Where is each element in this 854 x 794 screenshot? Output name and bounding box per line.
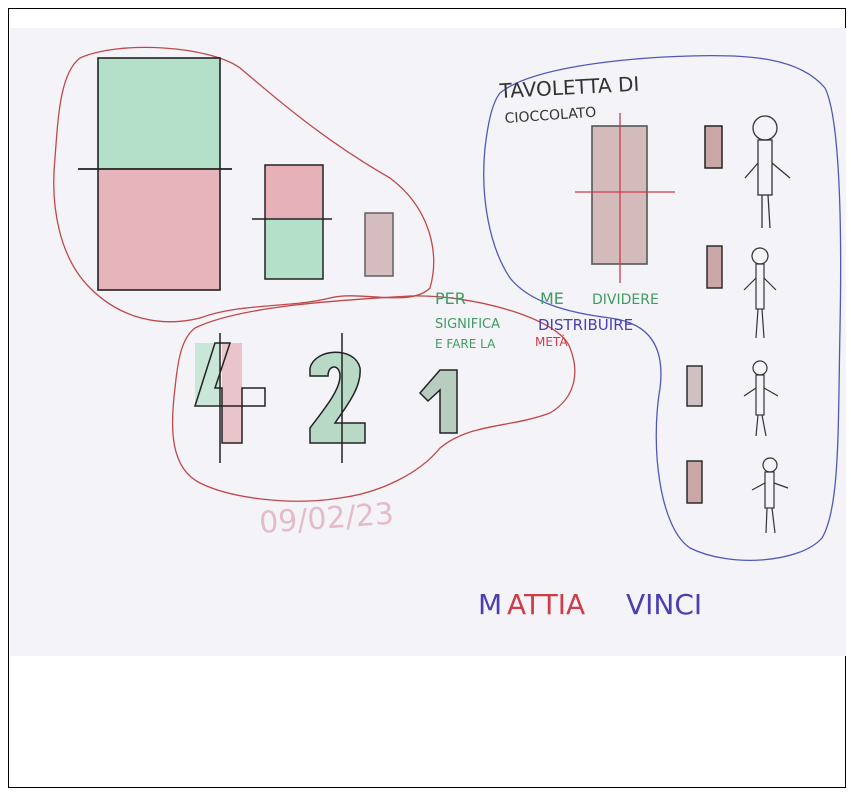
drawing-svg: TAVOLETTA DI CIOCCOLATO PER ME DIVIDERE …	[10, 28, 846, 656]
number-one	[420, 370, 457, 433]
sentence-distribuire: DISTRIBUIRE	[538, 316, 633, 334]
signature-first-rest: ATTIA	[507, 588, 585, 621]
stick-figure-3	[744, 361, 778, 436]
stick-figure-1	[745, 116, 790, 228]
blue-outline	[484, 56, 841, 561]
mid-bar-red-half	[265, 165, 323, 219]
piece-3	[687, 366, 702, 406]
date-text: 09/02/23	[258, 497, 395, 541]
sentence-per: PER	[435, 289, 466, 308]
number-two	[310, 333, 365, 463]
drawing-sheet: TAVOLETTA DI CIOCCOLATO PER ME DIVIDERE …	[10, 28, 846, 656]
mid-bar-green-half	[265, 219, 323, 279]
piece-2	[707, 246, 722, 288]
sentence-meta: METÀ	[535, 334, 568, 349]
sentence-dividere: DIVIDERE	[592, 292, 659, 308]
big-bar-red-half	[98, 170, 220, 290]
stick-figure-4	[752, 458, 788, 533]
sentence-me: ME	[540, 289, 564, 308]
piece-1	[705, 126, 722, 168]
piece-4	[687, 461, 702, 503]
title-line-1: TAVOLETTA DI	[498, 72, 640, 103]
sentence-e-fare-la: E FARE LA	[435, 337, 496, 351]
big-bar-green-half	[98, 58, 220, 170]
signature-m: M	[478, 588, 502, 621]
title-line-2: CIOCCOLATO	[504, 105, 597, 127]
sentence-significa: SIGNIFICA	[435, 317, 500, 332]
small-bar	[365, 213, 393, 276]
signature-last: VINCI	[626, 588, 702, 621]
stick-figure-2	[744, 248, 776, 338]
number-four	[195, 333, 265, 463]
